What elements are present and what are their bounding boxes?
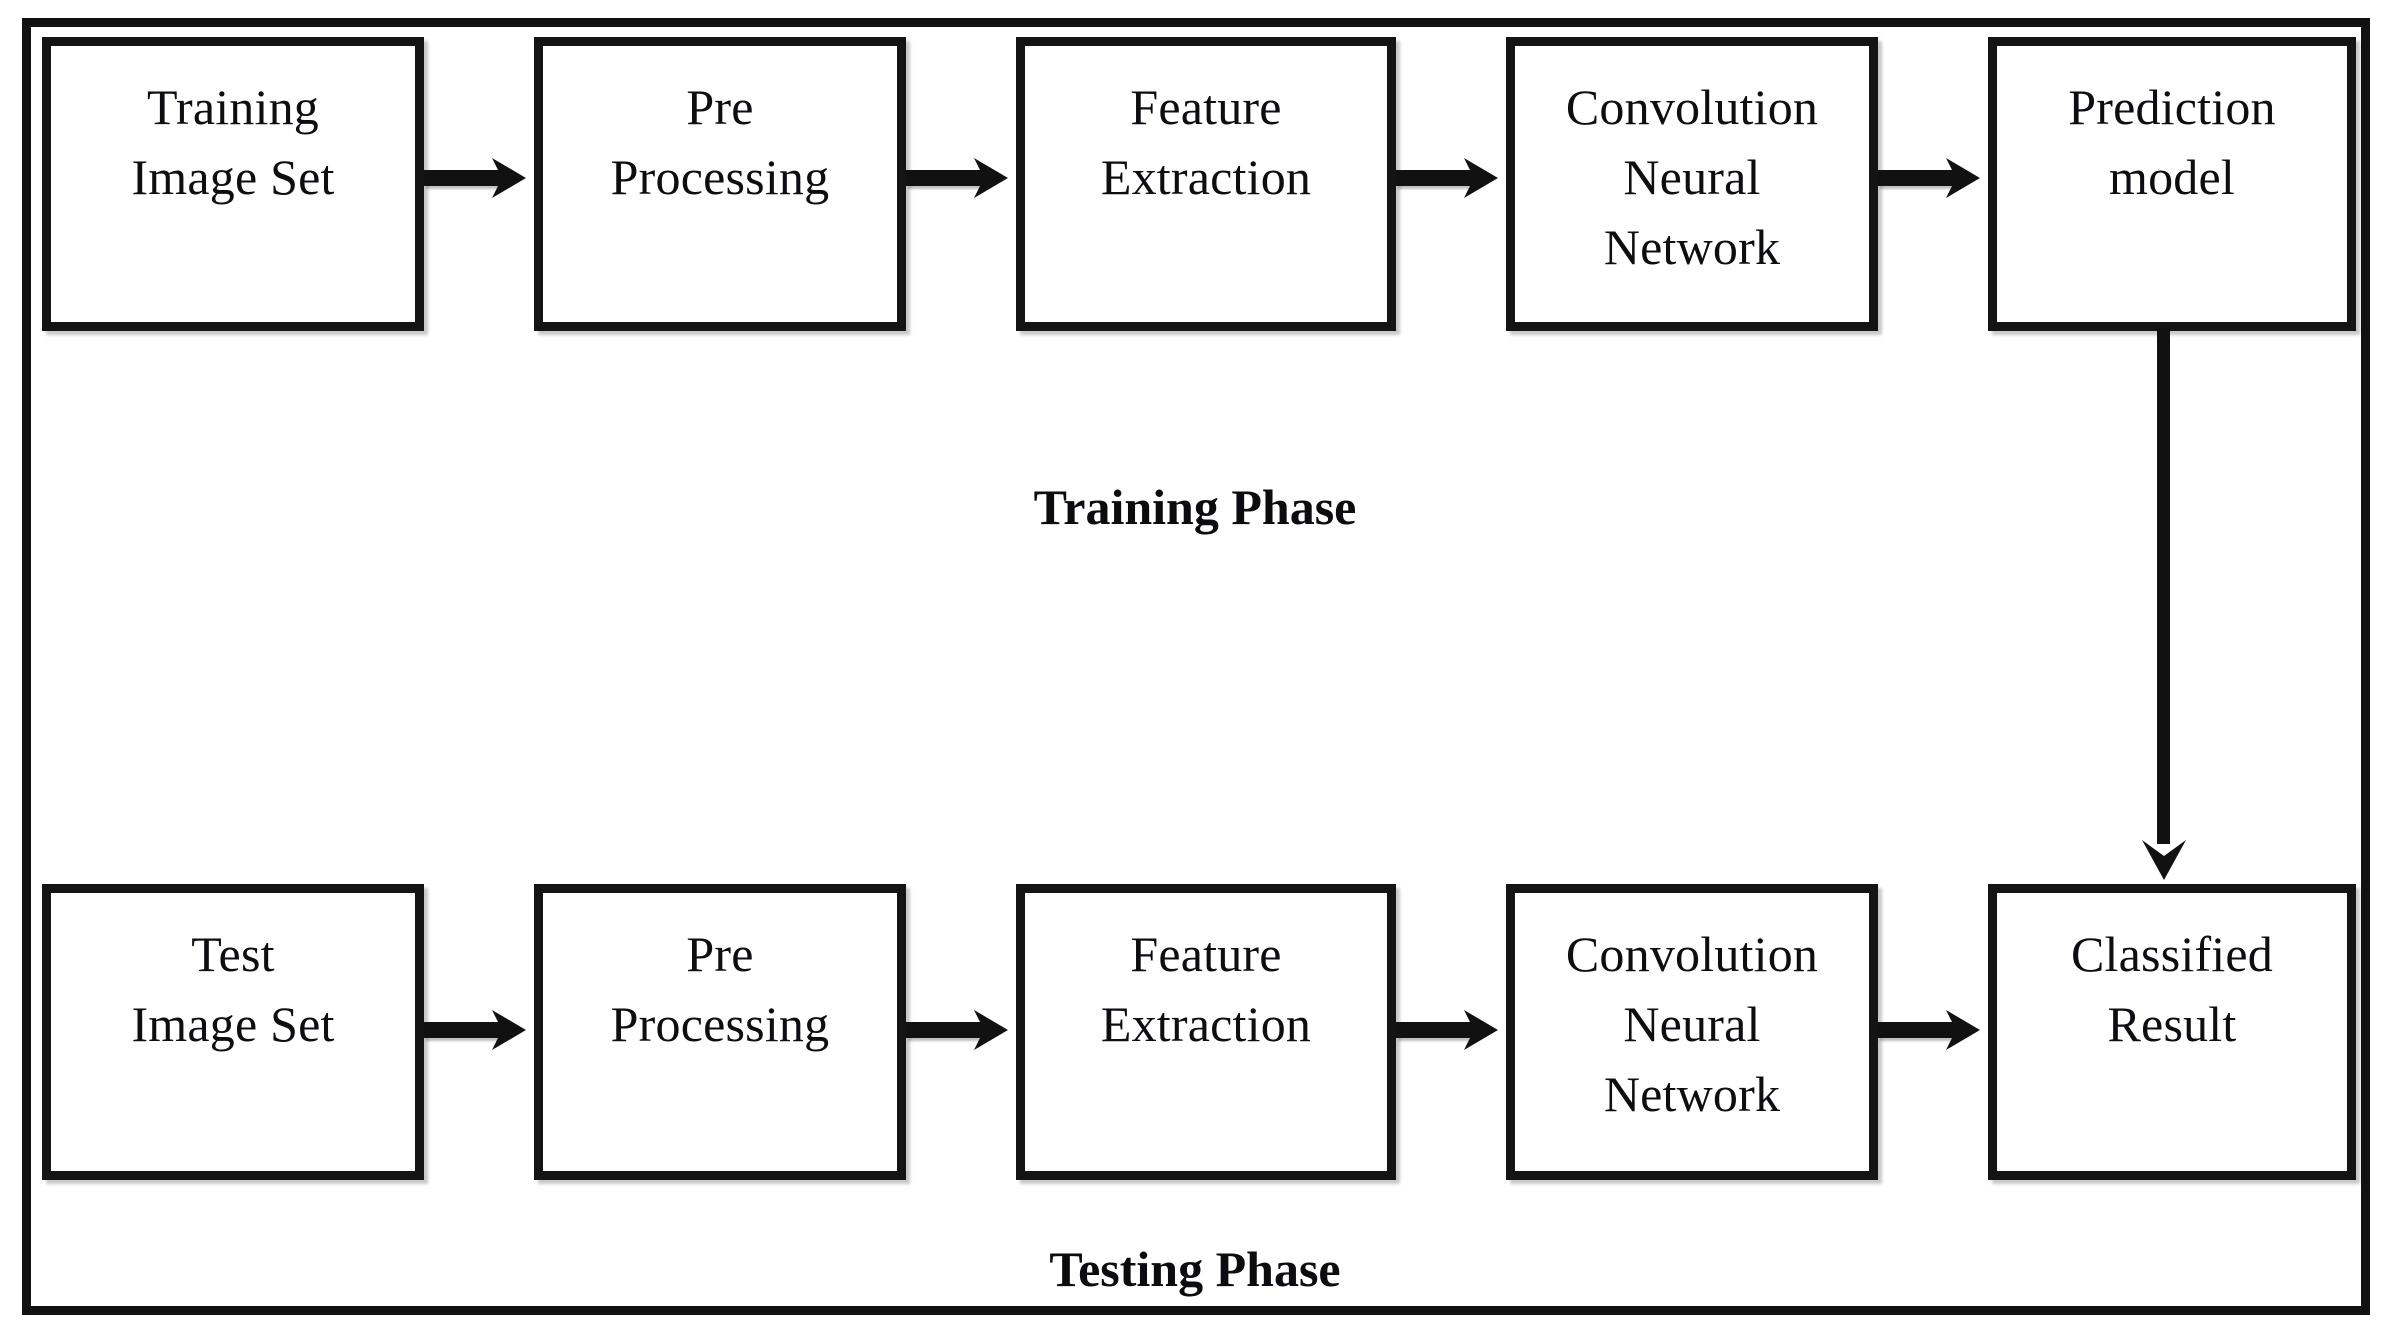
arrow-training-1 bbox=[424, 155, 534, 201]
arrow-shaft bbox=[906, 170, 984, 186]
arrow-training-4 bbox=[1878, 155, 1988, 201]
arrow-training-3 bbox=[1396, 155, 1506, 201]
arrow-head-right-icon bbox=[1454, 1007, 1500, 1053]
node-label-line: model bbox=[2109, 149, 2235, 205]
arrow-shaft bbox=[1878, 1022, 1956, 1038]
node-label-line: Classified bbox=[2071, 926, 2273, 982]
arrow-head-down-icon bbox=[2138, 836, 2190, 882]
node-classified-result[interactable]: Classified Result bbox=[1988, 884, 2356, 1180]
node-label-line: Processing bbox=[610, 996, 830, 1052]
node-label-line: Neural bbox=[1623, 996, 1761, 1052]
node-label-line: Result bbox=[2107, 996, 2237, 1052]
arrow-head-right-icon bbox=[1936, 155, 1982, 201]
arrow-testing-3 bbox=[1396, 1007, 1506, 1053]
arrow-shaft bbox=[1396, 170, 1474, 186]
node-pre-processing-training[interactable]: Pre Processing bbox=[534, 37, 906, 331]
arrow-testing-4 bbox=[1878, 1007, 1988, 1053]
node-label-line: Convolution bbox=[1565, 79, 1819, 135]
node-label-line: Feature bbox=[1130, 79, 1282, 135]
node-test-image-set[interactable]: Test Image Set bbox=[42, 884, 424, 1180]
node-prediction-model[interactable]: Prediction model bbox=[1988, 37, 2356, 331]
node-label-line: Extraction bbox=[1100, 149, 1312, 205]
arrow-head-right-icon bbox=[482, 1007, 528, 1053]
arrow-head-right-icon bbox=[964, 155, 1010, 201]
node-label-line: Network bbox=[1603, 1066, 1781, 1122]
arrow-head-right-icon bbox=[964, 1007, 1010, 1053]
arrow-shaft bbox=[424, 170, 502, 186]
arrow-shaft bbox=[424, 1022, 502, 1038]
node-feature-extraction-training[interactable]: Feature Extraction bbox=[1016, 37, 1396, 331]
node-training-image-set[interactable]: Training Image Set bbox=[42, 37, 424, 331]
arrow-head-right-icon bbox=[1454, 155, 1500, 201]
arrow-testing-1 bbox=[424, 1007, 534, 1053]
node-label-line: Feature bbox=[1130, 926, 1282, 982]
node-label-line: Processing bbox=[610, 149, 830, 205]
diagram-outer-border bbox=[22, 18, 2370, 1315]
arrow-shaft bbox=[1878, 170, 1956, 186]
connector-shaft bbox=[2157, 328, 2170, 844]
arrow-head-right-icon bbox=[482, 155, 528, 201]
node-label-line: Extraction bbox=[1100, 996, 1312, 1052]
training-phase-caption: Training Phase bbox=[1033, 479, 1357, 535]
node-label-line: Convolution bbox=[1565, 926, 1819, 982]
node-label-line: Training bbox=[146, 79, 319, 135]
arrow-shaft bbox=[906, 1022, 984, 1038]
arrow-head-right-icon bbox=[1936, 1007, 1982, 1053]
connector-prediction-to-classified bbox=[2142, 328, 2202, 886]
node-label-line: Pre bbox=[686, 79, 754, 135]
node-convolution-neural-network-training[interactable]: Convolution Neural Network bbox=[1506, 37, 1878, 331]
arrow-testing-2 bbox=[906, 1007, 1016, 1053]
arrow-shaft bbox=[1396, 1022, 1474, 1038]
node-convolution-neural-network-testing[interactable]: Convolution Neural Network bbox=[1506, 884, 1878, 1180]
arrow-training-2 bbox=[906, 155, 1016, 201]
node-label-line: Network bbox=[1603, 219, 1781, 275]
testing-phase-caption: Testing Phase bbox=[1049, 1241, 1341, 1297]
node-label-line: Prediction bbox=[2068, 79, 2276, 135]
node-label-line: Test bbox=[191, 926, 275, 982]
node-feature-extraction-testing[interactable]: Feature Extraction bbox=[1016, 884, 1396, 1180]
node-pre-processing-testing[interactable]: Pre Processing bbox=[534, 884, 906, 1180]
node-label-line: Image Set bbox=[131, 996, 335, 1052]
node-label-line: Neural bbox=[1623, 149, 1761, 205]
node-label-line: Image Set bbox=[131, 149, 335, 205]
node-label-line: Pre bbox=[686, 926, 754, 982]
